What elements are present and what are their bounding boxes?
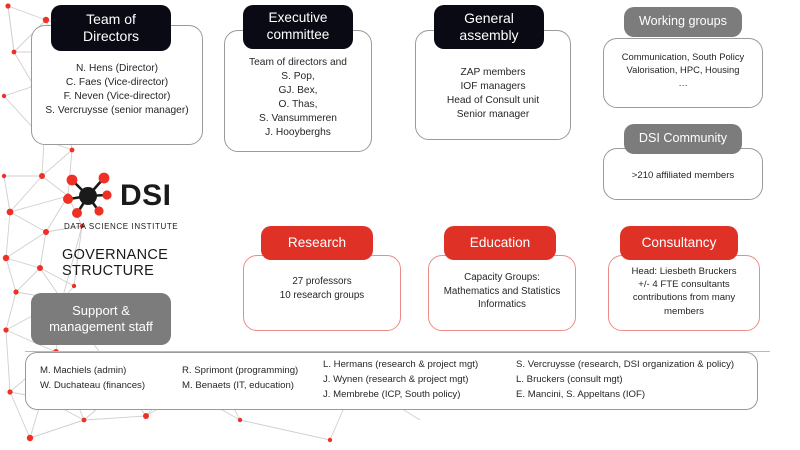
card-team-of-directors-line-3: F. Neven (Vice-director) (63, 91, 171, 103)
card-education-line-2: Mathematics and Statistics (443, 285, 561, 297)
logo-wordmark: DSI (120, 179, 172, 212)
card-consultancy-line-2: +/- 4 FTE consultants (638, 279, 730, 291)
card-executive-committee-line-5: S. Vansummeren (259, 113, 337, 125)
card-general-assembly-line-1: ZAP members (460, 67, 526, 78)
card-consultancy-line-1: Head: Liesbeth Bruckers (631, 266, 737, 277)
card-team-of-directors: N. Hens (Director) C. Faes (Vice-director… (31, 25, 203, 145)
support-col-1: M. Machiels (admin) W. Duchateau (finance… (40, 364, 145, 394)
card-education-line-1: Capacity Groups: (464, 272, 540, 283)
card-research-line-2: 10 research groups (279, 289, 365, 301)
card-consultancy: Head: Liesbeth Bruckers +/- 4 FTE consult… (608, 255, 760, 331)
header-support-management-staff[interactable]: Support &management staff (31, 293, 171, 345)
header-education[interactable]: Education (444, 226, 556, 260)
dsi-logo-block: DSI DATA SCIENCE INSTITUTE GOVERNANCE ST… (62, 172, 262, 279)
card-working-groups-line-3: … (678, 76, 688, 88)
support-col-2-line-1: R. Sprimont (programming) (182, 365, 299, 376)
card-education: Capacity Groups: Mathematics and Statisti… (428, 255, 576, 331)
header-label-support-management-staff: Support &management staff (49, 303, 153, 334)
card-executive-committee-line-3: GJ. Bex, (278, 85, 318, 97)
header-label-education: Education (469, 234, 531, 250)
card-body-consultancy: Head: Liesbeth Bruckers +/- 4 FTE consult… (609, 265, 759, 318)
card-research-line-1: 27 professors (292, 276, 352, 287)
card-general-assembly-line-3: Head of Consult unit (446, 95, 540, 107)
support-divider (25, 351, 770, 352)
header-working-groups[interactable]: Working groups (624, 7, 742, 37)
card-general-assembly-line-4: Senior manager (456, 109, 530, 121)
card-body-dsi-community: >210 affiliated members (604, 169, 762, 182)
support-col-3: L. Hermans (research & project mgt) J. Wy… (323, 358, 478, 403)
header-research[interactable]: Research (261, 226, 373, 260)
card-executive-committee: Team of directors and S. Pop, GJ. Bex, O. T… (224, 30, 372, 152)
card-dsi-community: >210 affiliated members (603, 148, 763, 200)
card-team-of-directors-line-2: C. Faes (Vice-director) (65, 77, 169, 89)
card-education-line-3: Informatics (478, 299, 526, 311)
card-working-groups-line-2: Valorisation, HPC, Housing (626, 63, 740, 75)
support-staff-panel: M. Machiels (admin) W. Duchateau (finance… (25, 352, 758, 410)
support-col-3-line-3: J. Membrebe (ICP, South policy) (323, 388, 461, 400)
support-col-2: R. Sprimont (programming) M. Benaets (IT,… (182, 364, 298, 394)
header-label-consultancy: Consultancy (641, 234, 717, 250)
header-label-working-groups: Working groups (639, 14, 727, 29)
card-executive-committee-line-2: S. Pop, (281, 71, 315, 83)
support-col-4-line-3: E. Mancini, S. Appeltans (IOF) (516, 388, 646, 400)
card-dsi-community-line-1: >210 affiliated members (631, 170, 735, 181)
card-team-of-directors-line-1: N. Hens (Director) (75, 63, 159, 74)
card-body-research: 27 professors 10 research groups (244, 275, 400, 302)
card-research: 27 professors 10 research groups (243, 255, 401, 331)
header-label-dsi-community: DSI Community (638, 131, 728, 146)
header-consultancy[interactable]: Consultancy (620, 226, 738, 260)
card-body-executive-committee: Team of directors and S. Pop, GJ. Bex, O. T… (225, 56, 371, 140)
card-consultancy-line-3: contributions from many (632, 292, 736, 304)
card-executive-committee-line-1: Team of directors and (249, 57, 347, 68)
support-col-1-line-2: W. Duchateau (finances) (40, 379, 146, 391)
support-col-3-line-1: L. Hermans (research & project mgt) (323, 359, 479, 370)
card-working-groups-line-1: Communication, South Policy (621, 51, 745, 62)
support-col-4: S. Vercruysse (research, DSI organizatio… (516, 358, 734, 403)
support-col-3-line-2: J. Wynen (research & project mgt) (323, 373, 469, 385)
card-body-team-of-directors: N. Hens (Director) C. Faes (Vice-director… (32, 62, 202, 118)
card-executive-committee-line-4: O. Thas, (278, 99, 318, 111)
page-title: GOVERNANCE STRUCTURE (62, 247, 169, 279)
card-body-education: Capacity Groups: Mathematics and Statisti… (429, 271, 575, 312)
header-dsi-community[interactable]: DSI Community (624, 124, 742, 154)
support-col-2-line-2: M. Benaets (IT, education) (182, 379, 294, 391)
support-col-4-line-2: L. Bruckers (consult mgt) (516, 373, 623, 385)
card-consultancy-line-4: members (664, 305, 704, 317)
header-label-research: Research (287, 234, 347, 250)
logo-subtitle: DATA SCIENCE INSTITUTE (64, 222, 179, 231)
support-col-1-line-1: M. Machiels (admin) (40, 365, 127, 376)
card-team-of-directors-line-4: S. Vercruysse (senior manager) (45, 105, 189, 117)
card-executive-committee-line-6: J. Hooyberghs (265, 127, 331, 139)
support-col-4-line-1: S. Vercruysse (research, DSI organizatio… (516, 359, 735, 370)
network-molecule-icon (63, 172, 112, 218)
card-general-assembly-line-2: IOF managers (460, 81, 526, 93)
